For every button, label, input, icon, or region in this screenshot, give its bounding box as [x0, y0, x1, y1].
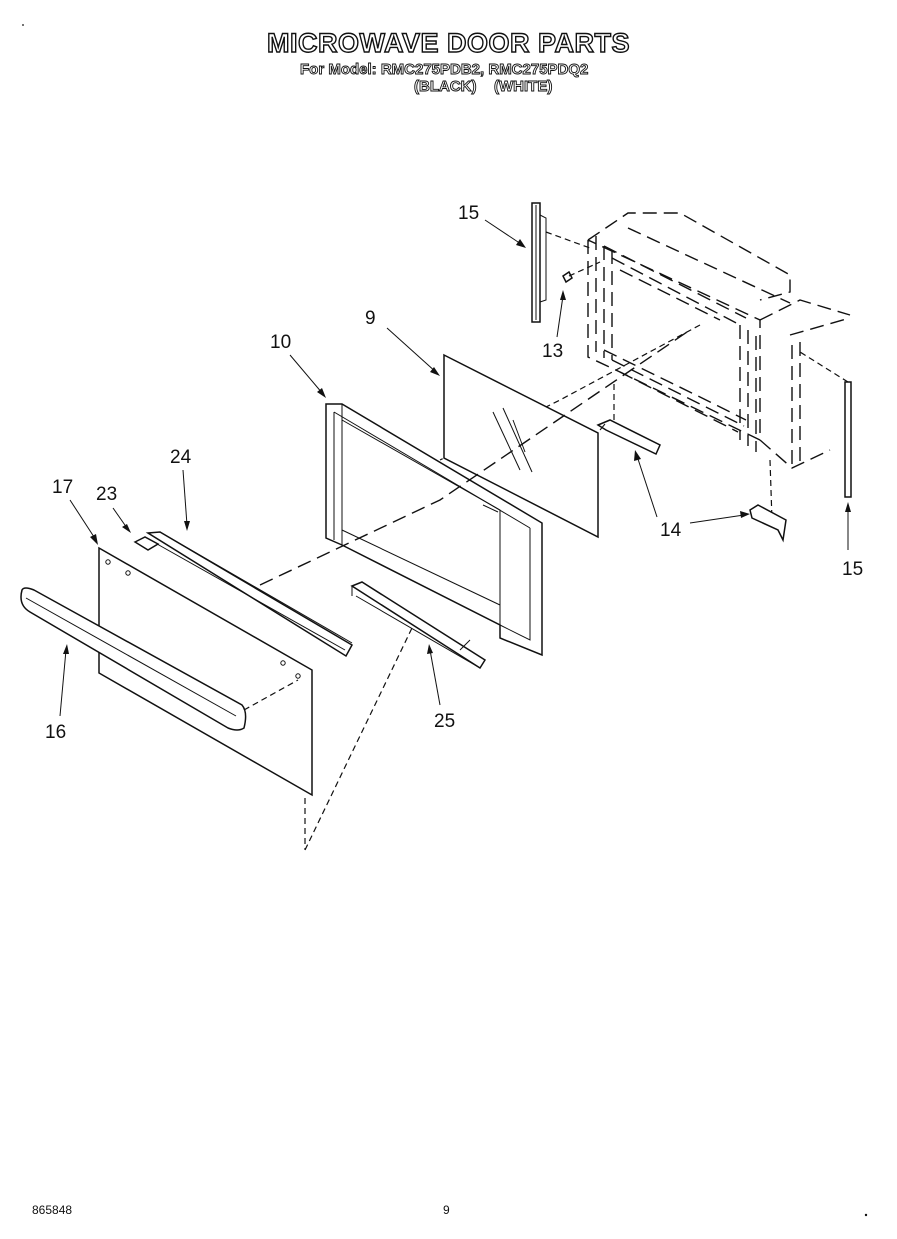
- callout-13: 13: [542, 341, 563, 362]
- callout-24: 24: [170, 447, 192, 468]
- variant-black-label: (BLACK): [414, 78, 477, 96]
- callout-10: 10: [270, 332, 291, 353]
- model-line: For Model: RMC275PDB2, RMC275PDQ2: [300, 61, 589, 79]
- small-clip: [562, 261, 601, 284]
- latch-bracket: [133, 536, 160, 551]
- hinge-bracket-lower: [749, 504, 787, 543]
- callout-leaders: [59, 219, 851, 717]
- callout-15-upper: 15: [458, 203, 479, 224]
- callout-9: 9: [365, 308, 376, 329]
- door-glass: [443, 353, 599, 539]
- document-number: 865848: [32, 1203, 73, 1217]
- bottom-trim-strip: [350, 581, 487, 670]
- door-handle: [20, 587, 299, 731]
- speck-mark: [22, 24, 24, 26]
- callout-16: 16: [45, 722, 66, 743]
- callout-17: 17: [52, 477, 73, 498]
- speck-mark: [864, 1213, 868, 1217]
- callout-23: 23: [96, 484, 117, 505]
- hinge-rod-lower: [799, 351, 852, 498]
- choke-strip: [145, 531, 354, 658]
- hinge-rail-upper: [531, 202, 591, 323]
- page-title: MICROWAVE DOOR PARTS: [266, 27, 630, 58]
- variant-white-label: (WHITE): [494, 78, 553, 96]
- assembly-leaders: [259, 329, 691, 851]
- callout-14: 14: [660, 520, 682, 541]
- door-frame: [325, 403, 543, 657]
- callout-15-lower: 15: [842, 559, 863, 580]
- callout-25: 25: [434, 711, 455, 732]
- hinge-bracket-upper: [596, 380, 661, 456]
- page-number: 9: [443, 1203, 450, 1217]
- microwave-cabinet-outline: [439, 212, 851, 521]
